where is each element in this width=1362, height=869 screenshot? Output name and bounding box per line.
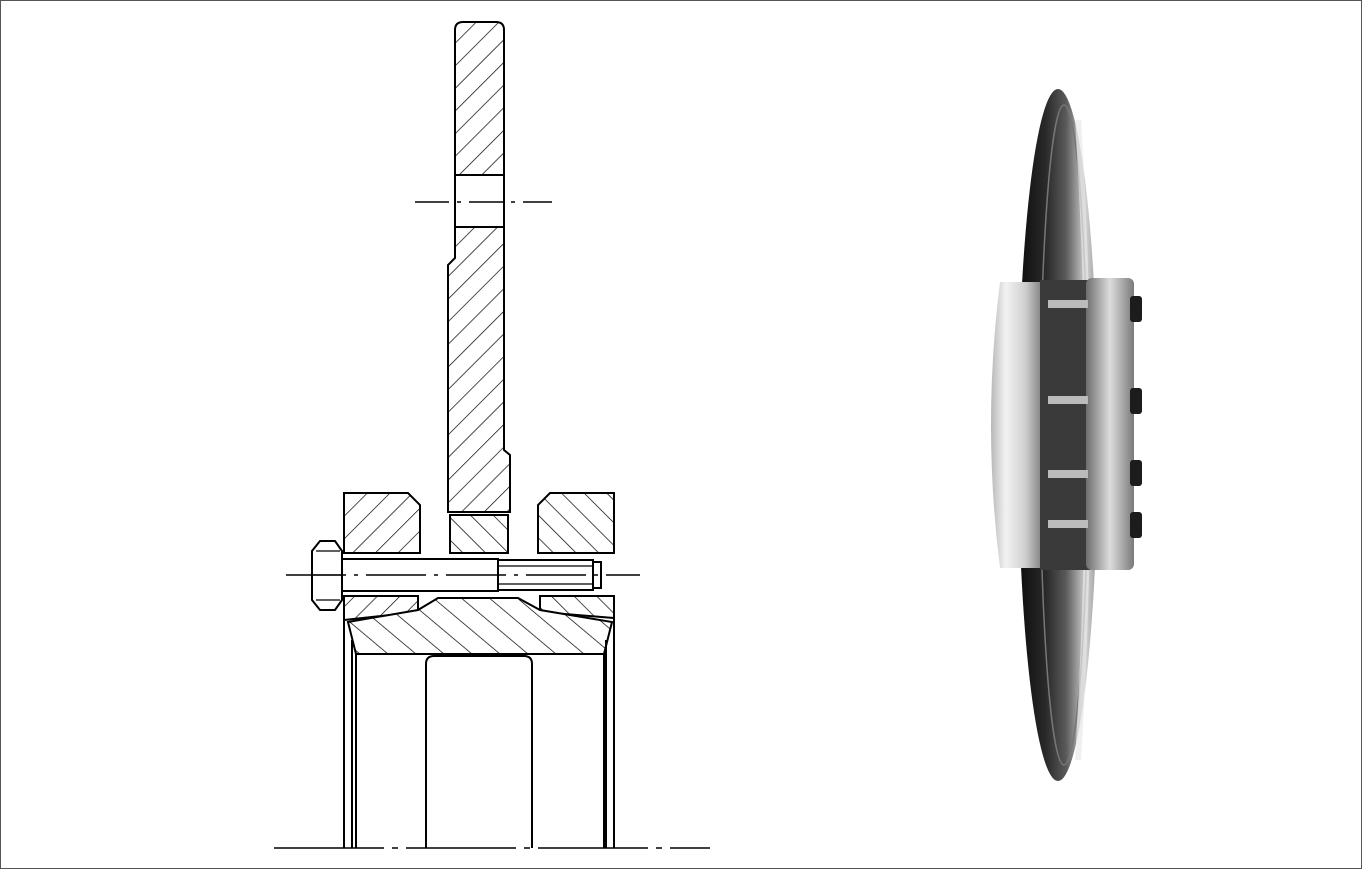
hub-wedge <box>346 597 614 655</box>
right-clamp-ring <box>537 492 615 554</box>
disc-hole <box>454 174 505 228</box>
photo-bolts <box>1048 296 1142 538</box>
left-clamp-ring <box>343 492 421 554</box>
hub-bore <box>343 596 615 848</box>
disc-plate-lower <box>447 226 511 513</box>
disc-foot <box>449 514 509 554</box>
photograph <box>991 89 1142 781</box>
cross-section-drawing <box>274 21 710 849</box>
photo-hub <box>991 282 1040 568</box>
photo-clamp-ring <box>1086 278 1134 570</box>
disc-plate-upper <box>454 21 505 176</box>
